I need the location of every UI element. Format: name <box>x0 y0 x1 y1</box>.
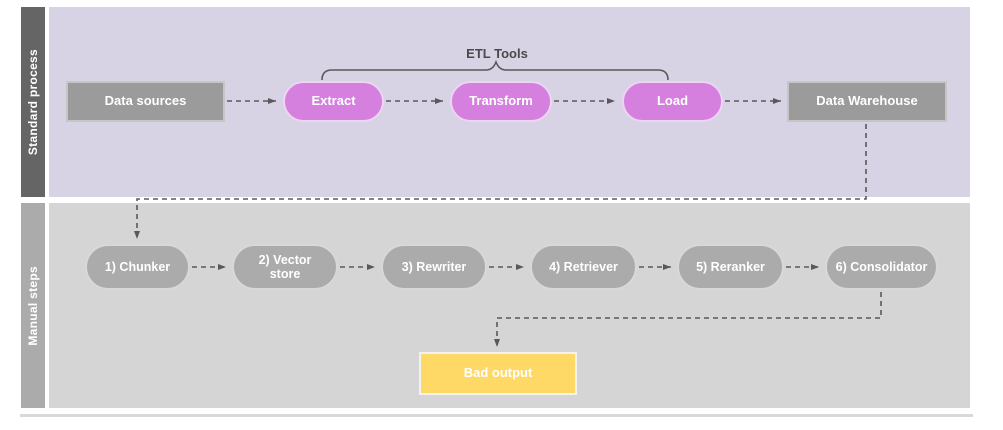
node-consolidator: 6) Consolidator <box>825 244 938 290</box>
node-retriever: 4) Retriever <box>530 244 637 290</box>
node-load: Load <box>622 81 723 122</box>
bottom-divider-line <box>20 414 973 417</box>
node-vector-store: 2) Vector store <box>232 244 338 290</box>
node-bad-output: Bad output <box>419 352 577 395</box>
node-reranker-label: 5) Reranker <box>696 259 765 274</box>
etl-tools-group-label: ETL Tools <box>466 46 528 61</box>
lane-label-manual-steps: Manual steps <box>21 203 45 408</box>
node-load-label: Load <box>656 93 689 109</box>
node-rewriter: 3) Rewriter <box>381 244 487 290</box>
arrow-consolidator-badoutput <box>494 292 882 347</box>
node-bad-output-label: Bad output <box>463 365 533 381</box>
node-reranker: 5) Reranker <box>677 244 784 290</box>
arrow-warehouse-chunker <box>134 124 867 239</box>
node-data-warehouse: Data Warehouse <box>787 81 947 122</box>
node-data-sources-label: Data sources <box>104 93 187 109</box>
node-extract: Extract <box>283 81 384 122</box>
etl-tools-bracket <box>321 59 669 81</box>
node-data-sources: Data sources <box>66 81 225 122</box>
node-extract-label: Extract <box>311 93 356 109</box>
lane-label-standard-process: Standard process <box>21 7 45 197</box>
node-retriever-label: 4) Retriever <box>549 259 618 274</box>
node-data-warehouse-label: Data Warehouse <box>816 93 918 109</box>
node-transform-label: Transform <box>469 93 533 109</box>
node-chunker-label: 1) Chunker <box>104 259 171 274</box>
node-transform: Transform <box>450 81 552 122</box>
node-chunker: 1) Chunker <box>85 244 190 290</box>
node-vector-store-label: 2) Vector store <box>258 252 312 281</box>
node-consolidator-label: 6) Consolidator <box>835 259 928 274</box>
node-rewriter-label: 3) Rewriter <box>401 259 467 274</box>
